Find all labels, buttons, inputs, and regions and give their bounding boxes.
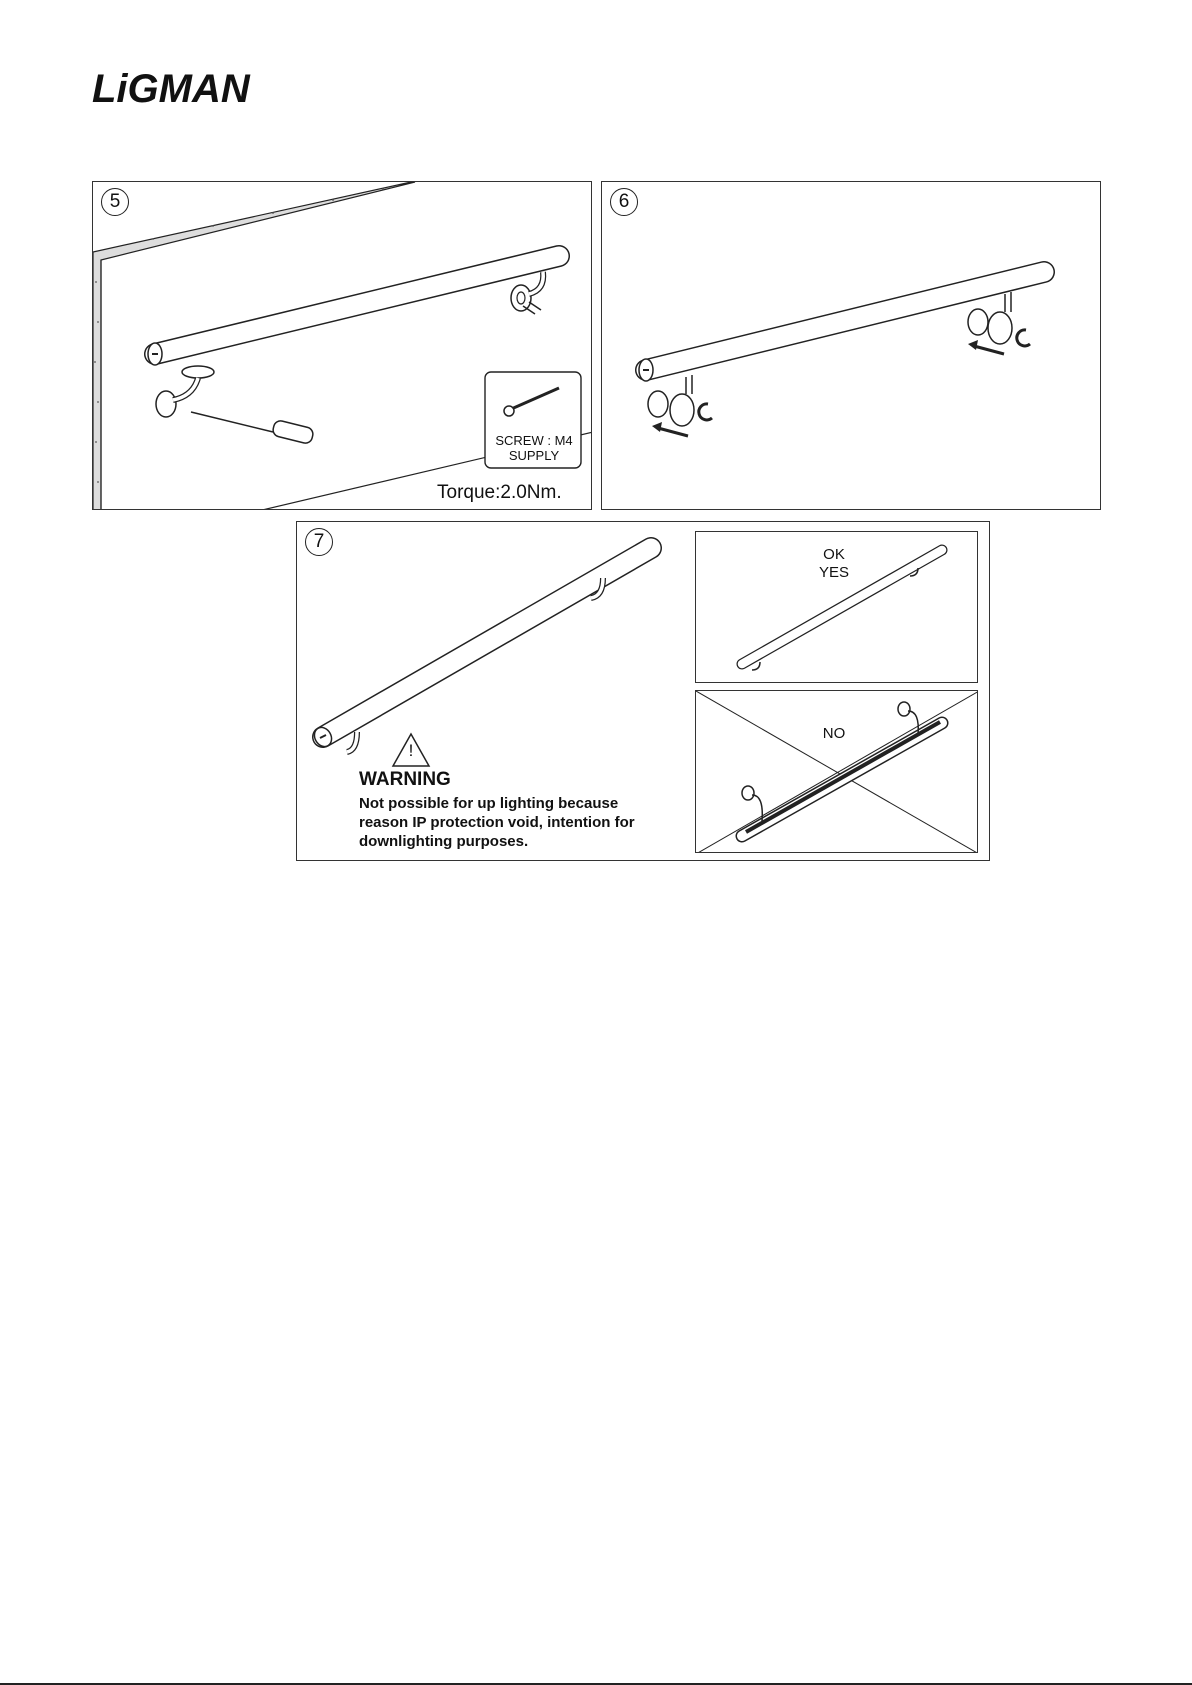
warning-text-line-3: downlighting purposes. [359,833,528,850]
step-6-panel: 6 [601,181,1101,510]
warning-title: WARNING [359,769,451,791]
warning-symbol: ! [403,741,419,761]
no-rail-illustration [696,691,978,853]
no-example-panel: NO [695,690,978,853]
warning-text-line-2: reason IP protection void, intention for [359,814,635,831]
step-7-panel: 7 ! WARNING Not possible for up lighting… [296,521,990,861]
svg-text:LiGMAN: LiGMAN [92,67,251,110]
step-5-panel: 5 SCREW : M4 SUPPLY Torque:2.0Nm. [92,181,592,510]
torque-label: Torque:2.0Nm. [437,482,562,504]
yes-label: YES [804,564,864,581]
step-number-6: 6 [610,188,638,216]
step-number-5: 5 [101,188,129,216]
ok-example-panel: OK YES [695,531,978,683]
warning-text-line-1: Not possible for up lighting because [359,795,618,812]
step-6-illustration [602,182,1101,510]
ligman-logo: LiGMAN [92,66,312,110]
no-label: NO [804,725,864,742]
step-number-7: 7 [305,528,333,556]
screw-supply-label: SUPPLY [486,448,582,463]
screw-spec-label: SCREW : M4 [486,433,582,448]
ok-label: OK [804,546,864,563]
